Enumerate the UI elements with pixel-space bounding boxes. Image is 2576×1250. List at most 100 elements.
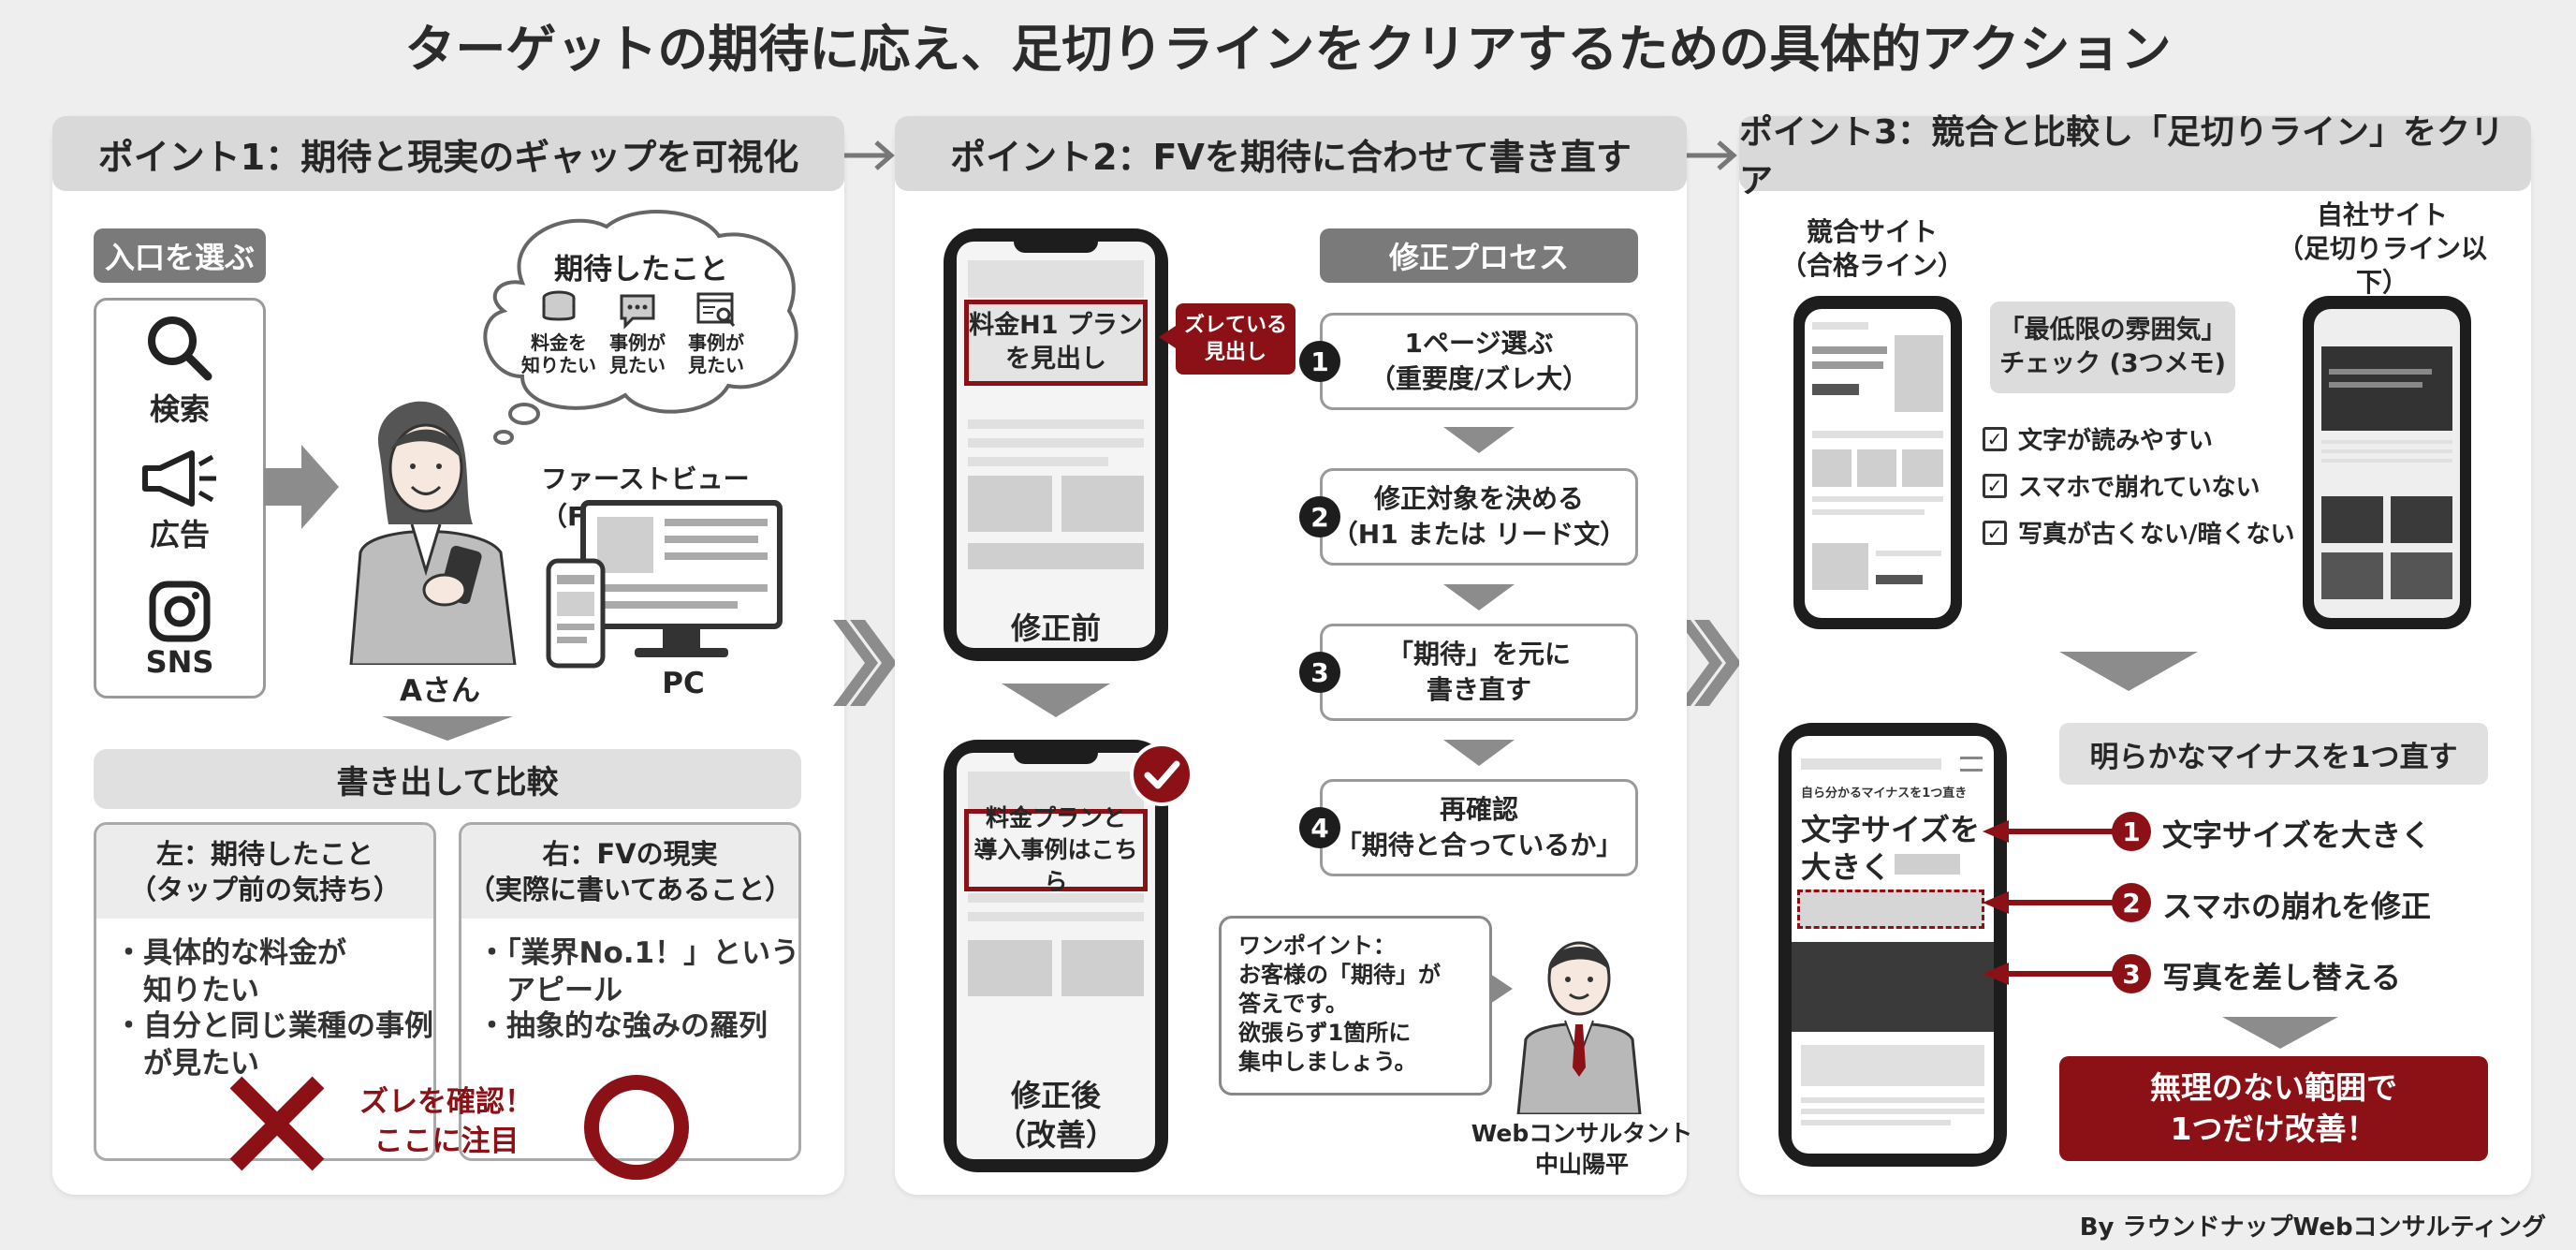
consultant-illustration — [1516, 941, 1642, 1114]
circle-mark-icon — [584, 1075, 689, 1180]
phone-fix-screen — [1792, 736, 1994, 1154]
checkbox-icon: ✓ — [1983, 426, 2007, 451]
entry-label: 検索 — [149, 391, 210, 427]
arrow-down-icon — [1002, 684, 1110, 717]
fv-label: ファーストビュー（FV） — [541, 463, 750, 532]
before-heading-box: 料金H1 プラン を見出し — [964, 300, 1148, 386]
process-step-3: 「期待」を元に 書き直す — [1320, 624, 1638, 721]
consultant-name: Webコンサルタント 中山陽平 — [1471, 1120, 1693, 1178]
panel-2-header: ポイント2：FVを期待に合わせて書き直す — [895, 116, 1687, 191]
arrow-down-icon — [382, 716, 513, 741]
final-callout: 無理のない範囲で 1つだけ改善！ — [2059, 1056, 2488, 1161]
zure-tag-pointer — [1159, 326, 1176, 348]
arrow-down-icon — [1443, 584, 1515, 610]
phone-notch — [1014, 234, 1098, 253]
arrow-down-icon — [2222, 1017, 2338, 1049]
fix-number: 1 — [2112, 812, 2151, 851]
fix-text: 写真を差し替える — [2162, 960, 2402, 995]
smartphone-icon — [546, 558, 606, 669]
arrow-down-icon — [1443, 740, 1515, 766]
double-chevron-icon — [1677, 620, 1741, 706]
browser-search-icon — [696, 292, 736, 327]
check-item: ✓ スマホで崩れていない — [1983, 468, 2260, 503]
checkbox-icon: ✓ — [1983, 473, 2007, 498]
expectation-label: 事例が 見たい — [609, 331, 666, 376]
phone-fix-placeholder — [1895, 854, 1960, 875]
entry-label: 広告 — [149, 517, 210, 552]
megaphone-icon — [142, 450, 216, 507]
person-a-illustration — [349, 401, 517, 665]
before-label: 修正前 — [1010, 610, 1101, 646]
expectation-case-web: 事例が 見たい — [678, 288, 754, 376]
instagram-icon — [149, 581, 211, 642]
step-number: 3 — [1299, 652, 1340, 693]
check-badge-icon — [1130, 743, 1193, 806]
onepoint-bubble: ワンポイント： お客様の「期待」が 答えです。 欲張らず1箇所に 集中しましょう… — [1219, 916, 1492, 1096]
red-arrow-icon — [1983, 820, 2123, 843]
bubble-pointer — [1490, 974, 1513, 1004]
competitor-label: 競合サイト （合格ライン） — [1779, 216, 1964, 281]
own-label: 自社サイト （足切りライン以下） — [2276, 199, 2487, 298]
panel-3-header: ポイント3：競合と比較し「足切りライン」をクリア — [1739, 113, 2531, 200]
compare-left-item: ・具体的な料金が 知りたい — [114, 936, 346, 1007]
fix-number: 2 — [2112, 883, 2151, 922]
compare-left-item: ・自分と同じ業種の事例 が見たい — [114, 1009, 433, 1081]
search-icon — [148, 316, 212, 381]
warn-text: ズレを確認！ ここに注目 — [359, 1085, 534, 1158]
step-number: 1 — [1299, 341, 1340, 382]
check-tag: 「最低限の雰囲気」 チェック (3つメモ) — [1990, 301, 2235, 393]
entry-sns: SNS — [103, 569, 256, 689]
double-chevron-icon — [833, 620, 897, 706]
page-title: ターゲットの期待に応え、足切りラインをクリアするための具体的アクション — [404, 20, 2172, 79]
compare-right-item: ・「業界No.1！」という アピール — [477, 936, 800, 1007]
phone-competitor-screen — [1805, 309, 1951, 618]
arrow-down-icon — [2059, 652, 2198, 691]
zure-tag: ズレている 見出し — [1176, 303, 1295, 375]
process-tag: 修正プロセス — [1320, 228, 1638, 283]
checkbox-icon: ✓ — [1983, 520, 2007, 545]
entry-tag: 入口を選ぶ — [94, 228, 266, 283]
footer-credit: By ラウンドナップWebコンサルティング — [2079, 1213, 2546, 1242]
flow-arrow-icon — [1687, 140, 1737, 170]
coins-icon — [542, 290, 576, 321]
arrow-right-icon — [264, 445, 339, 529]
cross-mark-icon — [229, 1076, 325, 1171]
red-arrow-icon — [1983, 963, 2123, 985]
phone-own-screen — [2314, 309, 2460, 618]
expectation-label: 料金を 知りたい — [521, 331, 596, 376]
entry-ad: 広告 — [103, 440, 256, 560]
panel-1-header: ポイント1：期待と現実のギャップを可視化 — [52, 116, 844, 191]
entry-search: 検索 — [103, 309, 256, 431]
expectation-case: 事例が 見たい — [599, 288, 676, 376]
check-item: ✓ 写真が古くない/暗くない — [1983, 515, 2295, 550]
process-step-4: 再確認 「期待と合っているか」 — [1320, 779, 1638, 876]
process-step-1: 1ページ選ぶ （重要度/ズレ大） — [1320, 313, 1638, 410]
pc-monitor-icon — [580, 500, 783, 657]
arrow-down-icon — [1443, 427, 1515, 453]
expectation-label: 事例が 見たい — [688, 331, 744, 376]
fix-number: 3 — [2112, 954, 2151, 993]
fix-tag: 明らかなマイナスを1つ直す — [2059, 723, 2488, 785]
pc-label: PC — [662, 667, 705, 700]
bubble-title: 期待したこと — [554, 253, 728, 287]
fix-text: 文字サイズを大きく — [2162, 817, 2432, 853]
speech-icon — [620, 294, 655, 330]
red-arrow-icon — [1983, 891, 2123, 914]
after-heading-box: 料金プランと 導入事例はこちら — [964, 804, 1148, 895]
step-number: 4 — [1299, 807, 1340, 848]
process-step-2: 修正対象を決める （H1 または リード文） — [1320, 468, 1638, 566]
compare-right-head: 右：FVの現実 （実際に書いてあること） — [461, 825, 798, 919]
phone-notch — [1014, 745, 1098, 764]
entry-label: SNS — [145, 644, 214, 680]
fix-text: スマホの崩れを修正 — [2162, 889, 2432, 924]
phone-fix-big-text: 文字サイズを 大きく — [1801, 812, 1981, 885]
compare-right-item: ・抽象的な強みの羅列 — [477, 1009, 768, 1043]
check-item: ✓ 文字が読みやすい — [1983, 421, 2213, 456]
phone-fix-top-text: 自ら分かるマイナスを1つ直き — [1801, 787, 1968, 801]
step-number: 2 — [1299, 496, 1340, 537]
compare-left-head: 左：期待したこと （タップ前の気持ち） — [96, 825, 433, 919]
expectation-price: 料金を 知りたい — [520, 288, 597, 376]
flow-arrow-icon — [844, 140, 895, 170]
person-label: Aさん — [400, 674, 480, 708]
compare-tag: 書き出して比較 — [94, 749, 801, 809]
